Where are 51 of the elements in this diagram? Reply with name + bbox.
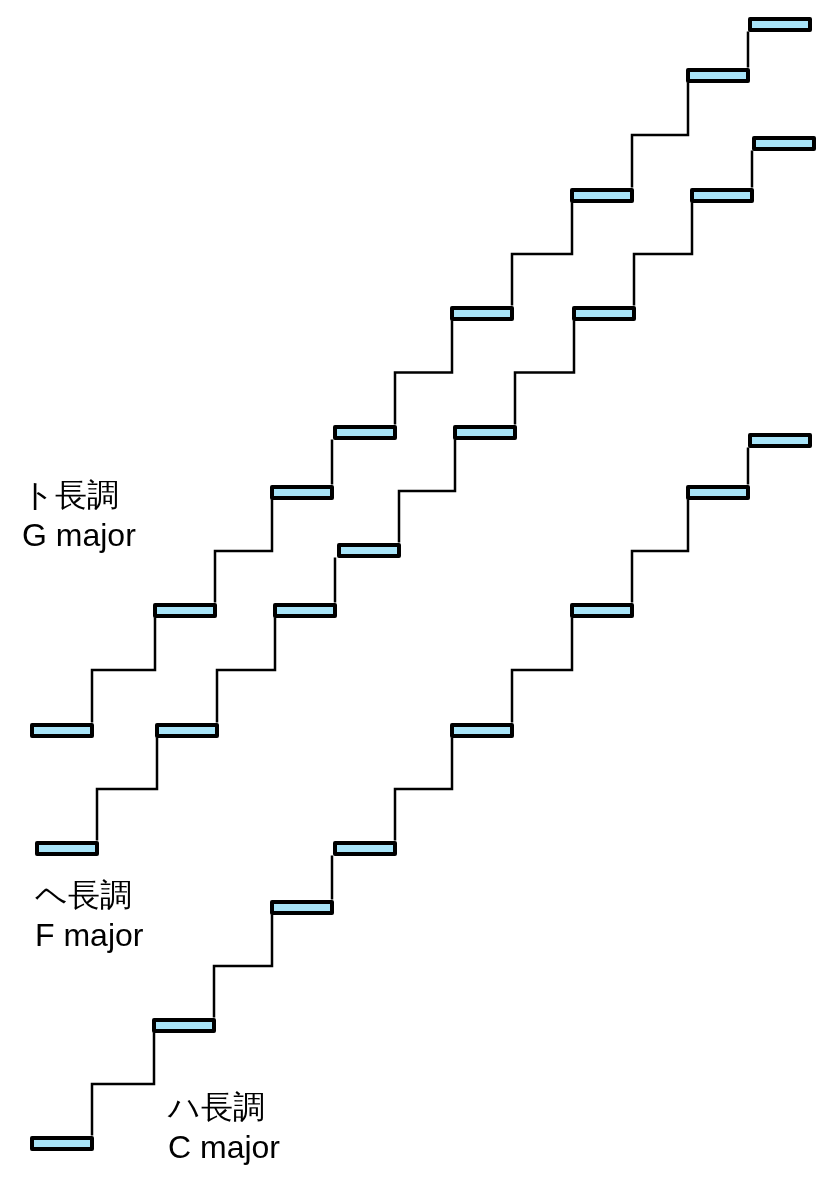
step-line (333, 557, 337, 603)
scale-label: F major (35, 916, 144, 954)
note-bar (450, 305, 514, 321)
step-line (212, 914, 274, 1018)
note-bar (333, 840, 397, 856)
step-line (90, 617, 157, 723)
step-line (90, 1032, 156, 1136)
note-bar (570, 187, 634, 203)
step-line (213, 499, 274, 603)
note-bar (337, 542, 401, 558)
note-bar (453, 424, 517, 440)
scale-label: ハ長調 (168, 1088, 265, 1126)
scale-label: G major (22, 516, 136, 554)
step-line (510, 202, 574, 306)
scale-label: C major (168, 1128, 280, 1166)
note-bar (273, 602, 337, 618)
step-line (397, 439, 457, 543)
step-line (746, 447, 750, 485)
step-line (746, 31, 750, 68)
note-bar (270, 484, 334, 500)
note-bar (30, 722, 94, 738)
step-line (510, 617, 574, 723)
step-line (393, 737, 454, 841)
step-line (630, 82, 690, 188)
note-bar (152, 1017, 216, 1033)
note-bar (35, 840, 99, 856)
note-bar (333, 424, 397, 440)
scale-label: ト長調 (22, 476, 119, 514)
note-bar (153, 602, 217, 618)
step-line (95, 737, 159, 841)
note-bar (748, 432, 812, 448)
note-bar (572, 305, 636, 321)
step-line (630, 499, 690, 603)
step-line (513, 320, 576, 425)
step-line (215, 617, 277, 723)
step-line (330, 855, 334, 900)
note-bar (570, 602, 634, 618)
note-bar (752, 135, 816, 151)
step-line (393, 320, 454, 425)
scale-label: ヘ長調 (35, 876, 132, 914)
note-bar (748, 16, 812, 32)
step-line (632, 202, 694, 306)
note-bar (155, 722, 219, 738)
note-bar (686, 67, 750, 83)
note-bar (30, 1135, 94, 1151)
note-bar (686, 484, 750, 500)
note-bar (270, 899, 334, 915)
step-line (750, 150, 754, 188)
note-bar (690, 187, 754, 203)
step-line (330, 439, 334, 485)
note-bar (450, 722, 514, 738)
